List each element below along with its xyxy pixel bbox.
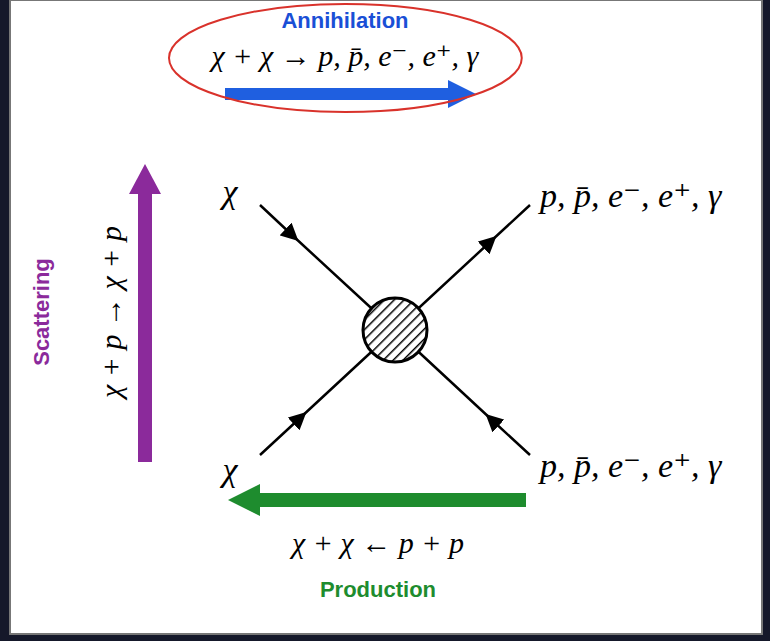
- annihilation-arrow: [225, 88, 450, 100]
- process-title: Annihilation: [167, 8, 524, 34]
- reaction-equation: χ + p → χ + p: [94, 226, 127, 398]
- interaction-blob: [363, 298, 427, 362]
- scattering-arrowhead: [129, 164, 161, 194]
- production-arrowhead: [228, 484, 260, 516]
- particle-label: p, p̄, e⁻, e⁺, γ: [540, 447, 721, 484]
- highlight-ellipse: Annihilation χ + χ → p, p̄, e⁻, e⁺, γ: [167, 2, 524, 114]
- production-arrow: [258, 493, 526, 507]
- process-title: Production: [320, 578, 436, 602]
- white-panel: [10, 0, 762, 634]
- annihilation-arrowhead: [448, 80, 476, 108]
- particle-label: χ: [223, 451, 238, 488]
- reaction-equation: χ + χ ← p + p: [292, 526, 464, 559]
- scattering-arrow: [138, 192, 152, 462]
- particle-label: p, p̄, e⁻, e⁺, γ: [540, 177, 721, 214]
- process-title: Scattering: [30, 258, 54, 366]
- reaction-equation: χ + χ → p, p̄, e⁻, e⁺, γ: [167, 38, 524, 73]
- particle-label: χ: [223, 173, 238, 210]
